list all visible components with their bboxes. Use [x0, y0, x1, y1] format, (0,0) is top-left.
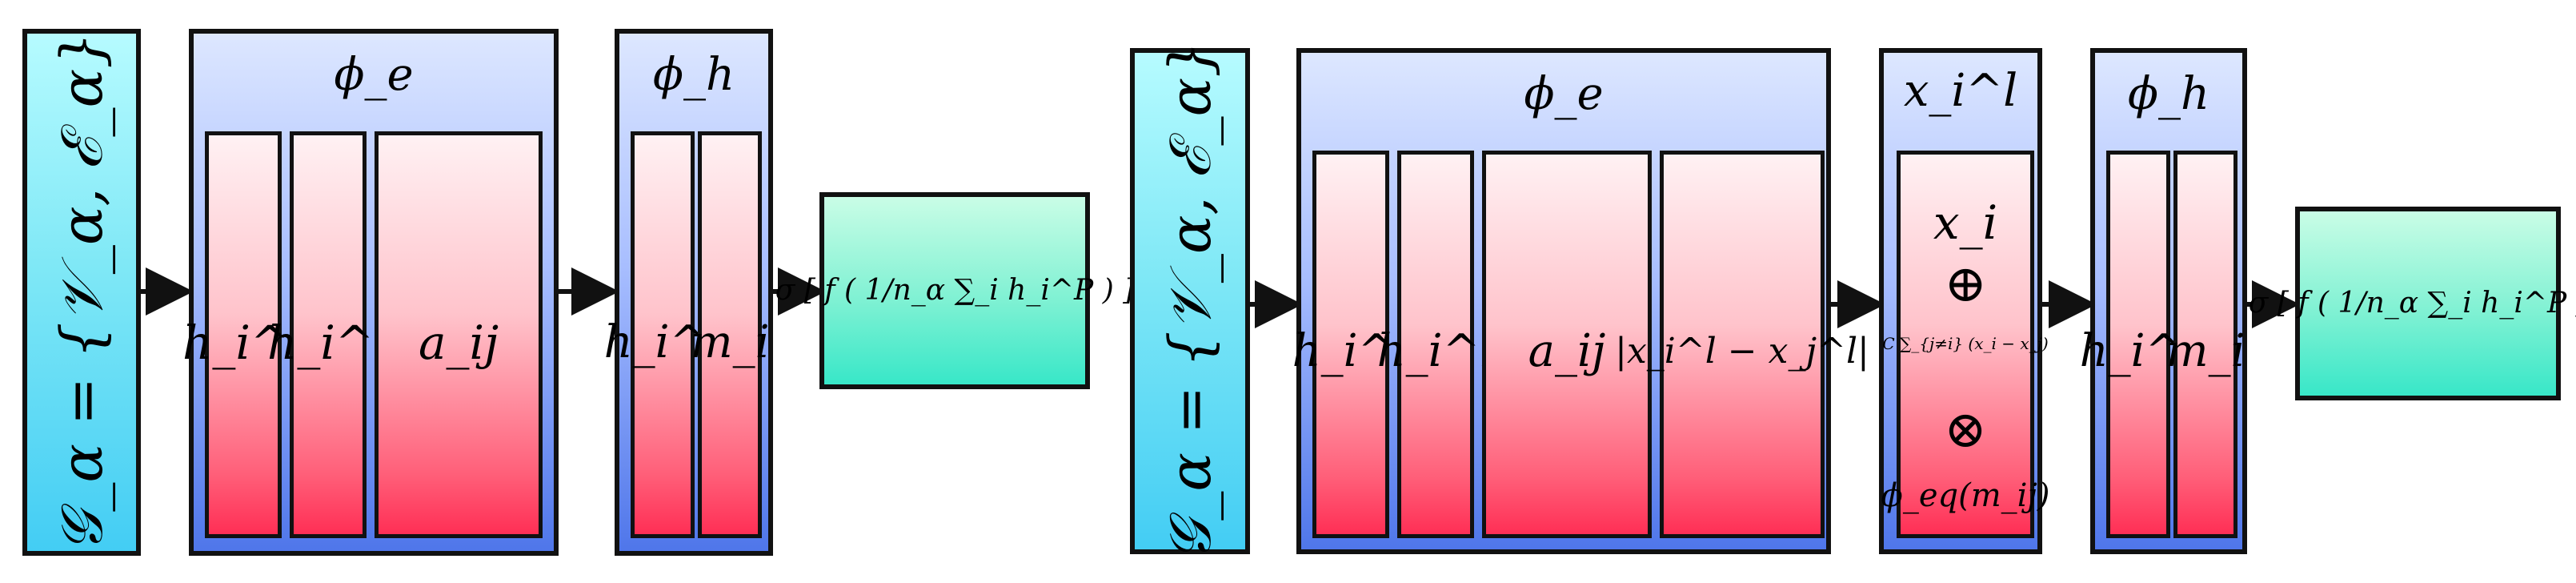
- right-phi-e-bar-3: a_ij: [1482, 151, 1652, 538]
- left-graph-label: 𝒢_α = {𝒱_α, ℰ_α}: [48, 32, 115, 553]
- left-phi-e-bar-1: h_i^l: [182, 131, 304, 538]
- right-x-stack-oplus: ⊕: [1944, 255, 1987, 314]
- left-phi-e-bar-2-label: h_i^l: [266, 315, 390, 370]
- left-phi-e-panel: ϕ_e h_i^l h_i^l a_ij: [182, 29, 559, 556]
- left-phi-e-label: ϕ_e: [334, 49, 414, 101]
- right-phi-e-bar-1-label: h_i^l: [1292, 325, 1410, 378]
- left-phi-h-bar-2-label: m_i: [690, 316, 770, 368]
- right-output-box: σ [ f ( 1/n_α ∑_i h_i^P ) ]: [2249, 207, 2576, 400]
- right-phi-e-bar-3-label: a_ij: [1528, 325, 1606, 378]
- right-phi-h-panel: ϕ_h h_i^l m_i: [2080, 48, 2247, 554]
- right-phi-h-bar-1: h_i^l: [2080, 151, 2197, 538]
- right-phi-e-bar-4-label: |x_i^l − x_j^l|: [1615, 331, 1869, 372]
- right-phi-h-bar-2-label: m_i: [2165, 325, 2245, 378]
- right-phi-e-bar-2: h_i^l: [1377, 151, 1494, 538]
- left-phi-e-bar-1-label: h_i^l: [182, 315, 305, 370]
- right-graph-label: 𝒢_α = {𝒱_α, ℰ_α}: [1156, 41, 1224, 561]
- right-phi-h-label: ϕ_h: [2127, 68, 2210, 120]
- right-graph-input: 𝒢_α = {𝒱_α, ℰ_α}: [1130, 41, 1250, 561]
- right-phi-e-label: ϕ_e: [1524, 68, 1604, 120]
- left-phi-h-bar-2: m_i: [690, 131, 770, 538]
- left-graph-input: 𝒢_α = {𝒱_α, ℰ_α}: [22, 29, 141, 556]
- left-output-box: σ [ f ( 1/n_α ∑_i h_i^P ) ]: [775, 192, 1134, 389]
- right-phi-e-bar-1: h_i^l: [1292, 151, 1409, 538]
- right-phi-h-bar-2: m_i: [2165, 151, 2245, 538]
- right-x-label: x_i^l: [1903, 65, 2018, 117]
- right-phi-e-bar-4: |x_i^l − x_j^l|: [1615, 151, 1869, 538]
- right-x-panel: x_i^l x_i ⊕ C ∑_{j≠i} (x_i − x_j) ⊗ ϕ_eq…: [1879, 48, 2049, 554]
- left-output-formula: σ [ f ( 1/n_α ∑_i h_i^P ) ]: [775, 274, 1135, 307]
- left-phi-h-label: ϕ_h: [652, 49, 735, 101]
- left-phi-e-bar-3: a_ij: [375, 131, 543, 538]
- right-x-stack-phi-eq: ϕ_eq(m_ij): [1881, 477, 2050, 514]
- right-x-stack-otimes: ⊗: [1944, 400, 1987, 460]
- left-phi-h-bar-1: h_i^l: [604, 131, 721, 538]
- right-x-stack-xi: x_i: [1933, 195, 1998, 250]
- right-output-formula: σ [ f ( 1/n_α ∑_i h_i^P ) ]: [2248, 287, 2576, 320]
- left-phi-e-bar-3-label: a_ij: [418, 315, 499, 370]
- right-x-stack-bar: x_i ⊕ C ∑_{j≠i} (x_i − x_j) ⊗ ϕ_eq(m_ij): [1881, 151, 2049, 538]
- right-phi-e-bar-2-label: h_i^l: [1376, 325, 1495, 378]
- right-phi-e-panel: ϕ_e h_i^l h_i^l a_ij |x_i^l − x_j^l|: [1292, 48, 1869, 554]
- left-phi-h-panel: ϕ_h h_i^l m_i: [604, 29, 773, 556]
- right-x-stack-sum: C ∑_{j≠i} (x_i − x_j): [1882, 334, 2049, 353]
- left-phi-e-bar-2: h_i^l: [267, 131, 389, 538]
